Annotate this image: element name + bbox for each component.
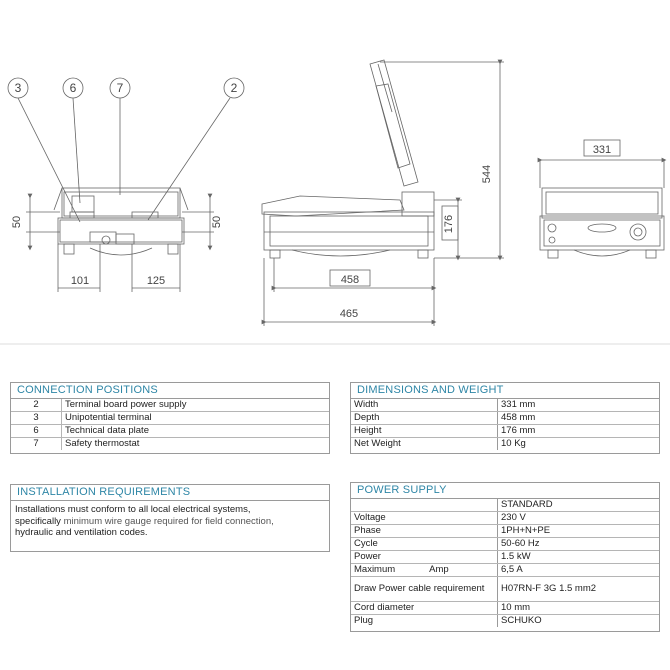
dimension-value: 10 Kg xyxy=(501,438,526,449)
power-value: 230 V xyxy=(497,511,659,525)
dimension-value: 458 mm xyxy=(497,411,659,425)
dim-front-left-50: 50 xyxy=(11,216,23,228)
rear-view xyxy=(537,139,667,259)
power-supply-column-header: STANDARD xyxy=(497,499,659,512)
power-value: SCHUKO xyxy=(501,615,542,626)
front-view xyxy=(7,77,245,292)
power-value: H07RN-F 3G 1.5 mm2 xyxy=(497,576,659,602)
callout-6: 6 xyxy=(70,81,77,95)
dimension-label: Depth xyxy=(351,411,498,425)
installation-text-main: Installations must conform to all local … xyxy=(15,504,251,515)
installation-text-end: hydraulic and ventilation codes. xyxy=(15,527,148,538)
power-value: 10 mm xyxy=(497,601,659,615)
installation-text-sub-b: minimum wire gauge required for field co… xyxy=(63,515,274,527)
power-label: Plug xyxy=(351,614,498,627)
power-label: Draw Power cable requirement xyxy=(351,576,498,602)
power-label: Voltage xyxy=(351,511,498,525)
power-value: 1.5 kW xyxy=(497,550,659,564)
installation-requirements-text: Installations must conform to all local … xyxy=(11,501,329,542)
connection-label: Safety thermostat xyxy=(65,438,140,449)
dim-side-544: 544 xyxy=(481,165,493,183)
callout-2: 2 xyxy=(231,81,238,95)
power-value: 6,5 A xyxy=(497,563,659,577)
connection-num: 6 xyxy=(11,424,62,438)
connection-num: 7 xyxy=(11,437,62,450)
connection-label: Technical data plate xyxy=(61,424,329,438)
connection-positions-title: CONNECTION POSITIONS xyxy=(11,383,329,399)
connection-label: Unipotential terminal xyxy=(61,411,329,425)
dimension-value: 176 mm xyxy=(497,424,659,438)
dimension-label: Net Weight xyxy=(351,437,498,450)
callout-3: 3 xyxy=(15,81,22,95)
power-label-maximum: Maximum xyxy=(354,564,396,575)
power-supply-title: POWER SUPPLY xyxy=(351,483,659,499)
dim-side-465: 465 xyxy=(340,308,358,320)
dim-front-101: 101 xyxy=(71,275,89,287)
dimension-value: 331 mm xyxy=(497,399,659,412)
table-row: Maximum Amp 6,5 A xyxy=(351,563,659,577)
connection-num: 2 xyxy=(11,399,62,412)
power-label: Phase xyxy=(351,524,498,538)
dim-front-125: 125 xyxy=(147,275,165,287)
dimensions-weight-title: DIMENSIONS AND WEIGHT xyxy=(351,383,659,399)
installation-requirements-title: INSTALLATION REQUIREMENTS xyxy=(11,485,329,501)
power-label: Maximum Amp xyxy=(351,563,498,577)
dimension-label: Width xyxy=(351,399,498,412)
table-row: STANDARD xyxy=(351,499,659,512)
dimension-label: Height xyxy=(351,424,498,438)
dim-side-458: 458 xyxy=(341,274,359,286)
side-view xyxy=(261,59,504,326)
power-value: 50-60 Hz xyxy=(497,537,659,551)
connection-label: Terminal board power supply xyxy=(61,399,329,412)
power-value: 1PH+N+PE xyxy=(497,524,659,538)
connection-num: 3 xyxy=(11,411,62,425)
callout-7: 7 xyxy=(117,81,124,95)
power-label: Power xyxy=(351,550,498,564)
dim-rear-331: 331 xyxy=(593,144,611,156)
installation-requirements-panel: INSTALLATION REQUIREMENTS Installations … xyxy=(10,484,330,552)
installation-text-sub-a: specifically xyxy=(15,515,64,527)
power-label-amp: Amp xyxy=(429,564,449,575)
dim-front-right-50: 50 xyxy=(211,216,223,228)
power-label: Cord diameter xyxy=(351,601,498,615)
technical-drawing: 3 6 7 2 50 50 101 125 544 176 458 465 33… xyxy=(0,59,670,345)
dim-side-176: 176 xyxy=(443,215,455,233)
power-label: Cycle xyxy=(351,537,498,551)
